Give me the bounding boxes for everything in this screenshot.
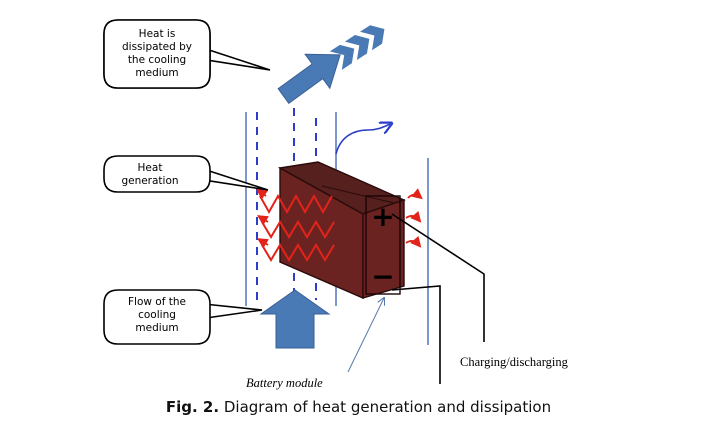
- heat-arrow-right-3: [405, 236, 422, 248]
- chevron-3: [360, 25, 385, 51]
- negative-terminal: −: [371, 260, 394, 293]
- chevron-1: [329, 44, 355, 70]
- terminal-panel: [365, 195, 401, 295]
- heat-arrow-left-2: [256, 215, 269, 226]
- flow-curve-arrow: [335, 124, 390, 155]
- lead-negative: [391, 285, 441, 384]
- battery-module-label: Battery module: [246, 376, 323, 390]
- heat-arrows: [256, 188, 423, 249]
- positive-terminal: +: [371, 200, 394, 233]
- callout-generation-line-1: Heat: [138, 162, 163, 174]
- callout-dissipation-line-4: medium: [135, 67, 178, 79]
- inflow-arrow: [259, 289, 331, 349]
- callout-flow-line-1: Flow of the: [128, 296, 186, 308]
- callout-dissipation-line-1: Heat is: [139, 28, 176, 40]
- callout-flow-line-2: cooling: [138, 309, 176, 321]
- figure-caption: Fig. 2. Diagram of heat generation and d…: [0, 398, 717, 416]
- battery-module: + −: [277, 161, 406, 300]
- heat-arrow-right-2: [405, 211, 422, 223]
- heat-zigzag-2: [261, 220, 335, 239]
- heat-zigzag-3: [261, 243, 335, 262]
- heat-zigzags: [259, 193, 335, 262]
- callout-dissipation: Heat is dissipated by the cooling medium: [103, 19, 271, 89]
- figure-caption-prefix: Fig. 2.: [165, 398, 220, 416]
- callout-generation-line-2: generation: [121, 175, 178, 187]
- outflow-arrow: [277, 53, 341, 104]
- terminal-leads: [391, 213, 485, 384]
- battery-side-face: [362, 199, 405, 299]
- chevron-arrows: [329, 25, 385, 70]
- heat-arrow-left-1: [256, 188, 268, 200]
- figure-caption-text: Diagram of heat generation and dissipati…: [223, 398, 552, 416]
- lead-positive: [391, 213, 485, 342]
- battery-pointer: [347, 298, 384, 373]
- heat-arrow-right-1: [407, 188, 423, 200]
- heat-zigzag-1: [259, 193, 333, 215]
- callout-generation: Heat generation: [103, 155, 269, 193]
- heat-arrow-left-3: [256, 238, 269, 249]
- callout-flow-line-3: medium: [135, 322, 178, 334]
- callout-dissipation-line-3: the cooling: [128, 54, 186, 66]
- callout-flow: Flow of the cooling medium: [103, 289, 263, 345]
- charging-label: Charging/discharging: [460, 355, 569, 369]
- callout-dissipation-line-2: dissipated by: [122, 41, 192, 53]
- chevron-2: [344, 35, 370, 61]
